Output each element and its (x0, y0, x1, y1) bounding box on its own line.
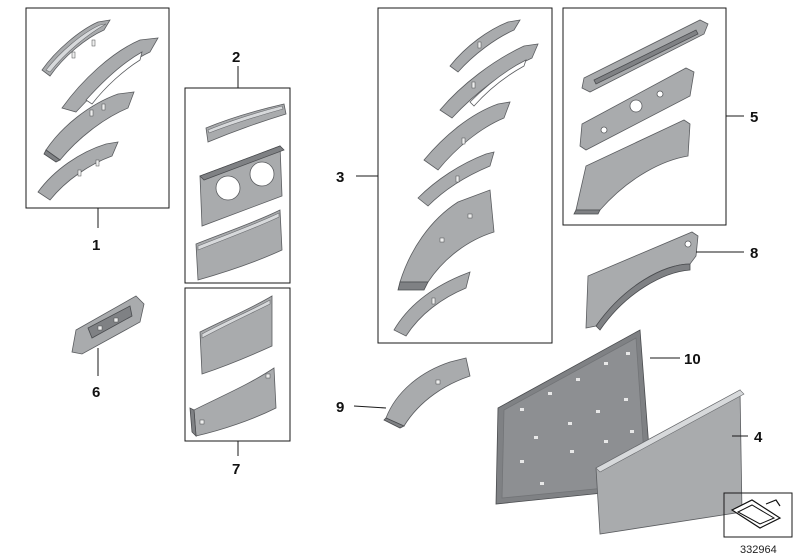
trim-frame-1b-opening (85, 51, 143, 105)
rear-arch-5c-edge (573, 209, 601, 215)
side-panel-7b (193, 367, 277, 437)
group-8: 8 (585, 231, 758, 331)
door-panel-3c (423, 101, 511, 171)
group-4: 4 (595, 389, 763, 535)
wheel-arch-panel-8-inner (595, 263, 691, 331)
small-trim-9-edge (383, 417, 405, 429)
floor-mat-4-edge (595, 389, 745, 473)
leader-line-9 (353, 405, 387, 409)
small-trim-9 (385, 357, 471, 427)
center-cover-2c-highlight (197, 212, 280, 251)
clip (477, 41, 482, 49)
group-1: 1 (25, 7, 170, 254)
clip (471, 81, 476, 89)
trim-strip-1a-highlight (45, 23, 107, 73)
trim-panel-1c (45, 91, 135, 161)
catalog-badge: 332964 (723, 492, 793, 556)
vent-opening-right (249, 161, 275, 187)
clip (265, 373, 271, 379)
catalog-number: 332964 (740, 544, 777, 556)
door-frame-3b-opening (469, 59, 527, 107)
callout-2: 2 (232, 49, 240, 66)
clip (455, 175, 460, 183)
wheel-arch-panel-8 (585, 231, 699, 329)
rear-trim-bar-5a-groove (593, 29, 699, 85)
group-9: 9 (336, 357, 471, 429)
clip (89, 109, 94, 117)
clip (431, 297, 436, 305)
callout-1: 1 (92, 237, 100, 254)
callout-3: 3 (336, 169, 344, 186)
side-panel-7b-edge (189, 407, 197, 438)
group-3: 3 (336, 7, 553, 344)
callout-5: 5 (750, 109, 758, 126)
rear-panel-5b-hole (600, 126, 608, 134)
door-panel-3e-edge (397, 281, 429, 291)
trim-panel-1c-edge (43, 149, 61, 163)
clip (113, 317, 119, 323)
group-2: 2 (184, 49, 291, 284)
center-panel-2b-top (199, 145, 285, 181)
callout-4: 4 (754, 429, 763, 446)
door-frame-3b (439, 43, 539, 119)
vent-opening-left (215, 175, 241, 201)
rear-panel-5b-hole (629, 99, 643, 113)
rear-arch-5c (575, 119, 691, 211)
center-cover-2c (195, 209, 283, 281)
clip (467, 213, 473, 219)
wheel-arch-panel-8-hole (684, 240, 692, 248)
center-panel-2b (199, 145, 283, 227)
clip (97, 325, 103, 331)
clip (101, 103, 106, 111)
callout-7: 7 (232, 461, 240, 478)
clip (435, 379, 441, 385)
clip (199, 419, 205, 425)
clip (95, 159, 100, 167)
callout-9: 9 (336, 399, 344, 416)
mat-fastener-holes (520, 352, 634, 485)
clip (461, 137, 466, 145)
clip (91, 39, 96, 47)
callout-8: 8 (750, 245, 758, 262)
clip (77, 169, 82, 177)
clip (439, 237, 445, 243)
callout-10: 10 (684, 351, 701, 368)
side-cover-7a-highlight (201, 299, 271, 339)
group-7: 7 (184, 287, 291, 478)
clip (71, 51, 76, 59)
callout-6: 6 (92, 384, 100, 401)
rear-panel-5b-hole (656, 90, 664, 98)
direction-arrow-icon (730, 499, 782, 529)
door-strip-3a (449, 19, 521, 73)
door-panel-3e (399, 189, 495, 283)
side-cover-7a (199, 295, 273, 375)
group-5: 5 (562, 7, 758, 226)
catalog-icon-frame (723, 492, 793, 538)
center-strip-2a-highlight (207, 105, 284, 134)
group-6: 6 (71, 295, 145, 401)
